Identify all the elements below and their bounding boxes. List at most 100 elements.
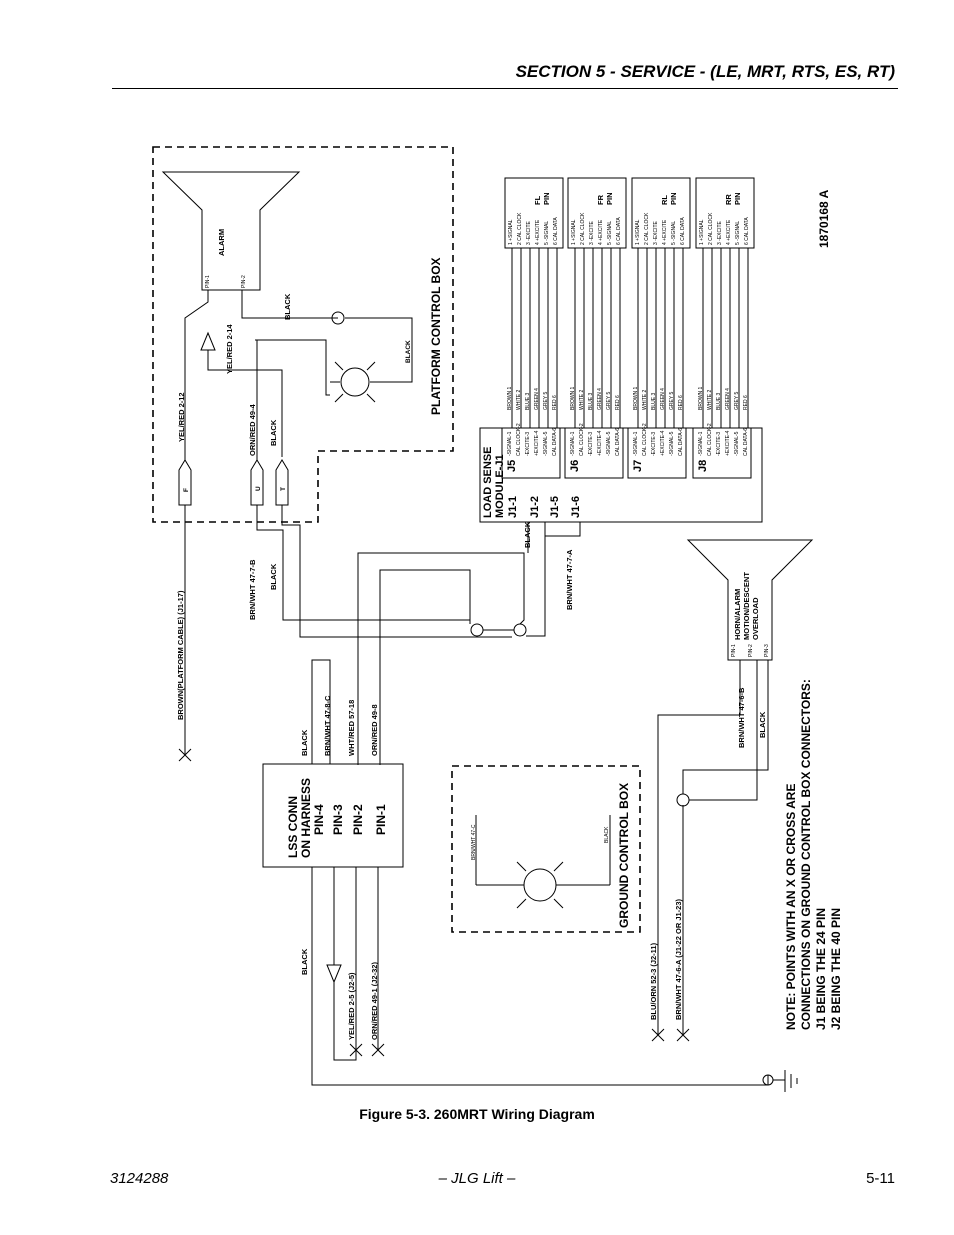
cable-color-label: GREEN 4 xyxy=(597,388,603,410)
terminal-label: -EXCITE-3 xyxy=(525,432,531,456)
svg-text:PIN-1: PIN-1 xyxy=(205,275,211,288)
cable-color-label: BROWN 1 xyxy=(507,386,513,410)
terminal-label: +EXCITE-4 xyxy=(534,430,540,456)
cable-color-label: GREY 5 xyxy=(669,392,675,410)
figure-caption: Figure 5-3. 260MRT Wiring Diagram xyxy=(359,1106,595,1122)
svg-text:BRN/WHT 47-7-A: BRN/WHT 47-7-A xyxy=(565,549,574,610)
cable-color-label: BROWN 1 xyxy=(633,386,639,410)
note-line-1: NOTE: POINTS WITH AN X OR CROSS ARE xyxy=(784,784,798,1030)
connector-section-j8 xyxy=(692,427,752,479)
sensor-pin-label: 2 CAL CLOCK xyxy=(708,212,714,245)
connector-label-j8: J8 xyxy=(697,460,709,472)
svg-text:BRN/WHT 47-6-B: BRN/WHT 47-6-B xyxy=(737,687,746,748)
sensor-block-rl xyxy=(631,177,691,249)
alarm-symbol: ALARM PIN-1 PIN-2 xyxy=(161,171,301,291)
connector-label-j5: J5 xyxy=(506,460,518,472)
svg-text:YEL/RED 2-14: YEL/RED 2-14 xyxy=(225,324,234,374)
cable-color-label: BLUE 3 xyxy=(588,393,594,410)
terminal-label: -SIGNAL-5 xyxy=(606,431,612,456)
sensor-block-fl xyxy=(504,177,564,249)
terminal-label: CAL DATA-6 xyxy=(678,428,684,456)
cable-color-label: RED 6 xyxy=(743,395,749,410)
terminal-label: CAL DATA-6 xyxy=(743,428,749,456)
svg-text:PIN-2: PIN-2 xyxy=(748,644,754,657)
svg-text:BRN/WHT 47-7-B: BRN/WHT 47-7-B xyxy=(248,559,257,620)
sensor-pin-label: 5 -SIGNAL xyxy=(607,221,613,245)
svg-text:PIN-1: PIN-1 xyxy=(374,804,388,835)
sensor-pin-label: 4 +EXCITE xyxy=(535,219,541,245)
svg-text:ON HARNESS: ON HARNESS xyxy=(299,778,313,858)
cable-color-label: GREY 5 xyxy=(543,392,549,410)
note-line-2: CONNECTIONS ON GROUND CONTROL BOX CONNEC… xyxy=(799,679,813,1030)
cable-color-label: GREY 5 xyxy=(606,392,612,410)
plug-u: U xyxy=(250,459,264,506)
svg-text:YEL/RED 2-12: YEL/RED 2-12 xyxy=(177,392,186,442)
svg-text:BLACK: BLACK xyxy=(758,711,767,738)
cable-color-label: RED 6 xyxy=(678,395,684,410)
sensor-block-title: RL xyxy=(660,195,669,205)
sensor-block-pin: PIN xyxy=(542,192,551,205)
connector-label-j7: J7 xyxy=(632,460,644,472)
sensor-pin-label: 4 +EXCITE xyxy=(726,219,732,245)
svg-text:PIN-2: PIN-2 xyxy=(351,804,365,835)
terminal-label: +EXCITE-4 xyxy=(597,430,603,456)
svg-text:OVERLOAD: OVERLOAD xyxy=(751,597,760,640)
svg-text:PIN-3: PIN-3 xyxy=(764,644,770,657)
svg-text:F: F xyxy=(183,488,190,492)
connector-section-j7 xyxy=(627,427,687,479)
cable-color-label: BROWN 1 xyxy=(698,386,704,410)
terminal-label: -SIGNAL-1 xyxy=(698,431,704,456)
svg-text:J1-6: J1-6 xyxy=(570,496,582,518)
footer-center: – JLG Lift – xyxy=(438,1170,516,1187)
connector-section-j5 xyxy=(501,427,561,479)
terminal-label: -EXCITE-3 xyxy=(716,432,722,456)
terminal-label: -SIGNAL-5 xyxy=(543,431,549,456)
sensor-pin-label: 6 CAL DATA xyxy=(616,217,622,245)
sensor-block-pin: PIN xyxy=(733,192,742,205)
cable-color-label: RED 6 xyxy=(615,395,621,410)
terminal-label: +EXCITE-4 xyxy=(660,430,666,456)
sensor-pin-label: 2 CAL CLOCK xyxy=(580,212,586,245)
sensor-pin-label: 1 +SIGNAL xyxy=(635,219,641,245)
sensor-pin-label: 1 +SIGNAL xyxy=(571,219,577,245)
svg-text:BRN/WHT 47-8-C: BRN/WHT 47-8-C xyxy=(323,695,332,756)
svg-text:J1-2: J1-2 xyxy=(529,496,541,518)
terminal-label: CAL CLOCK-2 xyxy=(642,423,648,456)
sensor-block-title: FR xyxy=(596,194,605,205)
terminal-label: -SIGNAL-1 xyxy=(633,431,639,456)
connector-section-j6 xyxy=(564,427,624,479)
svg-text:BLACK: BLACK xyxy=(604,826,610,843)
plug-f: F xyxy=(178,459,192,506)
terminal-label: -EXCITE-3 xyxy=(651,432,657,456)
svg-text:WHT/RED 57-18: WHT/RED 57-18 xyxy=(347,700,356,756)
sensor-pin-label: 3 -EXCITE xyxy=(589,220,595,245)
sensor-block-pin: PIN xyxy=(669,192,678,205)
horn-alarm-symbol: HORN/ALARM MOTION/DESCENT OVERLOAD PIN-1… xyxy=(686,539,814,661)
sensor-pin-label: 6 CAL DATA xyxy=(553,217,559,245)
lss-connector-box xyxy=(262,763,404,868)
terminal-label: CAL CLOCK-2 xyxy=(579,423,585,456)
svg-text:BLACK: BLACK xyxy=(300,948,309,975)
svg-text:PIN-3: PIN-3 xyxy=(331,804,345,835)
svg-text:BRN/WHT 47-C: BRN/WHT 47-C xyxy=(471,824,477,860)
note-line-4: J2 BEING THE 40 PIN xyxy=(829,908,843,1030)
cable-color-label: BROWN 1 xyxy=(570,386,576,410)
terminal-label: -SIGNAL-5 xyxy=(669,431,675,456)
terminal-label: -EXCITE-3 xyxy=(588,432,594,456)
footer-page-number: 5-11 xyxy=(866,1170,895,1187)
platform-control-box-outline xyxy=(152,146,454,523)
cable-color-label: GREY 5 xyxy=(734,392,740,410)
cable-color-label: WHITE 2 xyxy=(707,390,713,410)
sensor-pin-label: 1 +SIGNAL xyxy=(508,219,514,245)
terminal-label: -SIGNAL-5 xyxy=(734,431,740,456)
sensor-pin-label: 3 -EXCITE xyxy=(653,220,659,245)
connector-label-j6: J6 xyxy=(569,460,581,472)
header-rule xyxy=(112,88,898,89)
cable-color-label: WHITE 2 xyxy=(516,390,522,410)
sensor-pin-label: 4 +EXCITE xyxy=(662,219,668,245)
sensor-pin-label: 5 -SIGNAL xyxy=(735,221,741,245)
terminal-label: -SIGNAL-1 xyxy=(507,431,513,456)
module-connectors: J5 -SIGNAL-1 BROWN 1 CAL CLOCK-2 WHITE 2 -EXC… xyxy=(501,248,752,479)
